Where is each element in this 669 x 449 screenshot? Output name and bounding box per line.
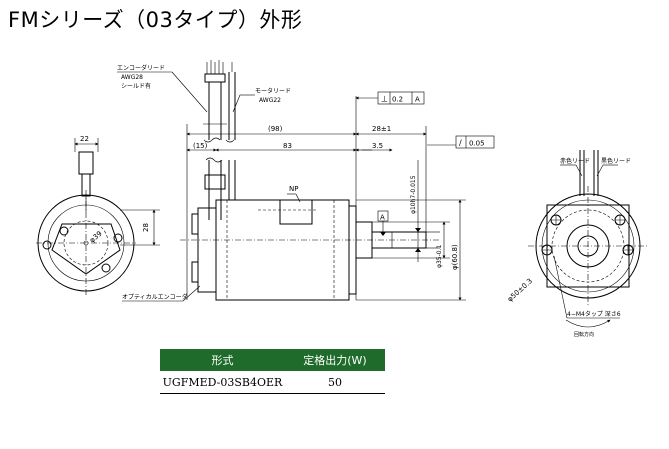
perpendicularity-symbol: ⊥ xyxy=(381,95,388,104)
side-view: エンコーダリード AWG28 シールド有 モータリード AWG22 (98) xyxy=(117,60,495,302)
encoder-awg-label: AWG28 xyxy=(121,74,143,81)
boss-dia-label: φ35-0.1 xyxy=(436,245,443,268)
shaft-end-view: 赤色リード 黒色リード 回転方向 4−M4タップ 深さ6 φ50±0.3 xyxy=(506,150,648,338)
np-label: NP xyxy=(289,185,298,193)
runout-value: 0.05 xyxy=(469,140,485,148)
encoder-shield-label: シールド有 xyxy=(121,82,151,90)
motor-awg-label: AWG22 xyxy=(259,97,281,104)
perpendicularity-datum: A xyxy=(415,96,420,104)
encoder-dia-label: φ39 xyxy=(88,230,104,245)
table-row: UGFMED-03SB4OER 50 xyxy=(160,371,385,394)
tolerance-frame-runout: / 0.05 xyxy=(455,135,495,149)
spec-table: 形式 定格出力(W) UGFMED-03SB4OER 50 xyxy=(160,349,385,394)
col-header-model: 形式 xyxy=(160,349,285,371)
spec-table-header: 形式 定格出力(W) xyxy=(160,349,385,371)
motor-lead-label: モータリード xyxy=(255,87,291,95)
red-lead-label: 赤色リード xyxy=(560,157,590,165)
height-28-label: 28 xyxy=(142,223,150,232)
pcd-label: φ50±0.3 xyxy=(506,277,534,303)
col-header-rated-output: 定格出力(W) xyxy=(285,349,385,371)
page-title: FMシリーズ（03タイプ）外形 xyxy=(8,8,303,32)
tap-label: 4−M4タップ 深さ6 xyxy=(567,310,621,318)
rotation-label: 回転方向 xyxy=(574,331,594,338)
shaft-length-label: 28±1 xyxy=(372,125,391,133)
runout-symbol: / xyxy=(459,139,462,148)
model-cell: UGFMED-03SB4OER xyxy=(160,371,285,394)
encoder-end-view: 22 28 φ39 xyxy=(36,135,160,296)
overall-length-label: (98) xyxy=(268,125,283,133)
datum-a-label: A xyxy=(380,214,385,222)
flange-step-label: 3.5 xyxy=(372,142,383,150)
encoder-lead-label: エンコーダリード xyxy=(117,64,165,72)
rated-output-cell: 50 xyxy=(285,371,385,394)
width-22-label: 22 xyxy=(80,135,89,143)
body-length-label: 83 xyxy=(283,142,292,150)
optical-encoder-label: オプティカルエンコーダ xyxy=(122,293,188,301)
body-dia-label: φ(60.8) xyxy=(451,244,459,270)
tolerance-frame-perpendicularity: ⊥ 0.2 A xyxy=(377,91,425,105)
shaft-dia-label: φ10h7-0.015 xyxy=(410,175,417,214)
perpendicularity-value: 0.2 xyxy=(392,96,403,104)
black-lead-label: 黒色リード xyxy=(601,157,631,165)
lead-offset-label: (15) xyxy=(193,142,208,150)
